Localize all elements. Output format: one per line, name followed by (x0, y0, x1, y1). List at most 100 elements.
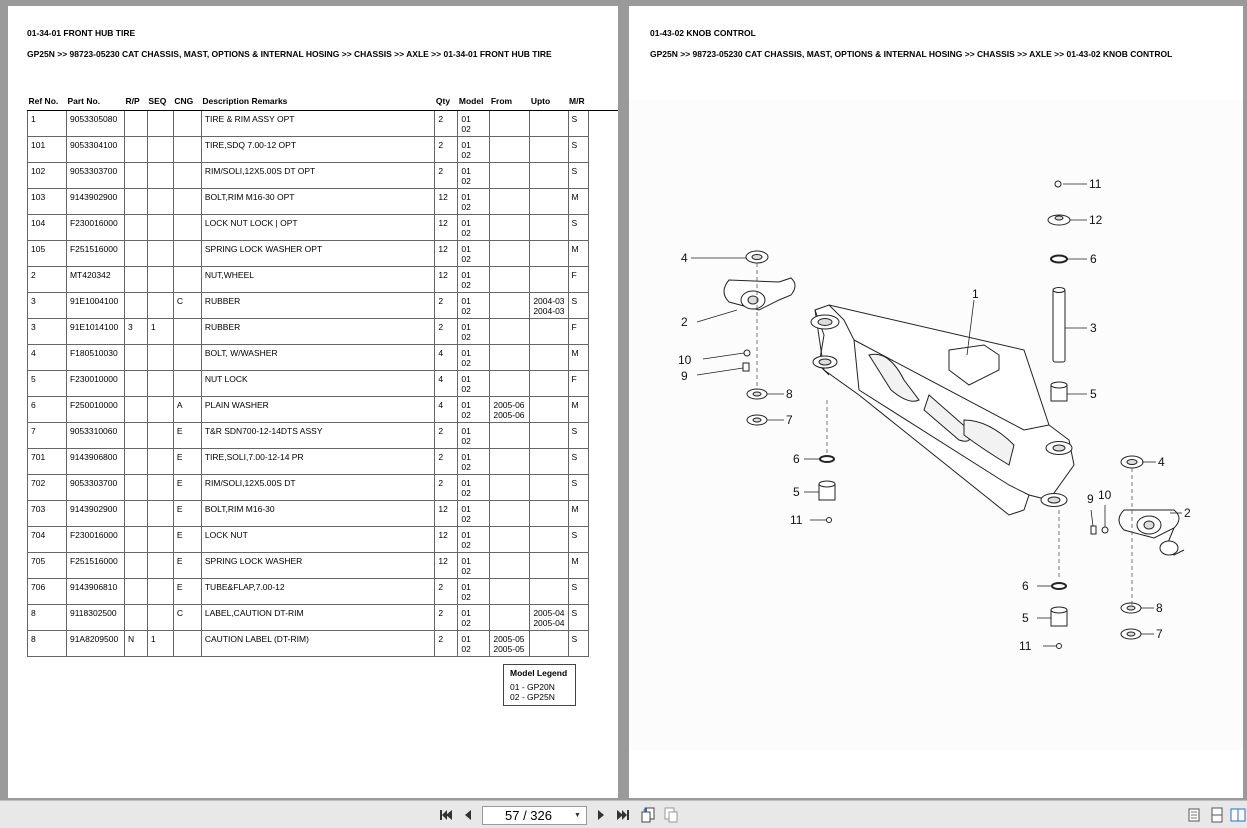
last-page-button[interactable] (614, 806, 632, 824)
continuous-view-button[interactable] (1208, 806, 1226, 824)
from-cell-line2: 2005-05 (493, 643, 525, 654)
cng-cell: C (172, 603, 202, 631)
left-knuckle (723, 250, 796, 311)
mr-cell: S (567, 525, 589, 553)
model-cell-line2: 02 (461, 513, 471, 524)
upto-cell (529, 499, 569, 527)
model-cell-line2: 02 (461, 591, 471, 602)
model-cell-line2: 02 (461, 175, 471, 186)
row-spacer (588, 448, 618, 474)
mr-cell: F (567, 317, 589, 345)
callout-7: 7 (786, 413, 793, 427)
model-cell-line2: 02 (461, 383, 471, 394)
single-page-view-button[interactable] (1185, 806, 1203, 824)
description-cell: RIM/SOLI,12X5.00S DT (200, 473, 436, 501)
ref-cell: 702 (27, 473, 67, 501)
legend-line-2: 02 - GP25N (510, 692, 555, 702)
part-no-cell: 9143906810 (65, 577, 125, 605)
callout-5: 5 (1090, 387, 1097, 401)
ref-cell: 101 (27, 135, 67, 163)
upto-cell (529, 421, 569, 449)
callout-6: 6 (1090, 252, 1097, 266)
upto-cell-line1: 2004-03 (533, 295, 565, 306)
ref-cell: 102 (27, 161, 67, 189)
first-page-button[interactable] (437, 806, 455, 824)
qty-cell: 4 (434, 395, 459, 423)
page-number-select[interactable]: 57 / 326 ▼ (482, 806, 587, 825)
model-cell-line1: 01 (461, 555, 471, 566)
from-cell (489, 135, 531, 163)
rp-cell (123, 161, 148, 189)
row-spacer (588, 318, 618, 344)
ref-cell: 3 (27, 291, 67, 319)
description-cell: NUT LOCK (200, 369, 436, 397)
from-cell (489, 551, 531, 579)
cng-cell (172, 317, 202, 345)
model-cell-line1: 01 (461, 321, 471, 332)
breadcrumb: GP25N >> 98723-05230 CAT CHASSIS, MAST, … (650, 49, 1173, 59)
ref-cell: 105 (27, 239, 67, 267)
from-cell (489, 109, 531, 137)
callout-10: 10 (678, 353, 692, 367)
row-spacer (588, 266, 618, 292)
description-cell: PLAIN WASHER (200, 395, 436, 423)
two-page-view-button[interactable] (1229, 806, 1247, 824)
mr-cell: S (567, 161, 589, 189)
description-cell: RUBBER (200, 317, 436, 345)
col-from: From (489, 92, 530, 111)
row-spacer (588, 552, 618, 578)
description-cell: SPRING LOCK WASHER (200, 551, 436, 579)
back-view-button[interactable] (639, 806, 657, 824)
cng-cell (172, 343, 202, 371)
model-cell-line2: 02 (461, 279, 471, 290)
ref-cell: 7 (27, 421, 67, 449)
first-page-icon (440, 810, 452, 820)
seq-cell (146, 525, 174, 553)
part-no-cell: 9143902900 (65, 499, 125, 527)
rp-cell (123, 369, 148, 397)
seq-cell (146, 239, 174, 267)
mr-cell: S (567, 603, 589, 631)
ref-cell: 8 (27, 629, 67, 657)
model-cell-line1: 01 (461, 633, 471, 644)
model-cell-line2: 02 (461, 565, 471, 576)
rp-cell (123, 499, 148, 527)
row-spacer (588, 188, 618, 214)
upto-cell (529, 629, 569, 657)
mr-cell: M (567, 187, 589, 215)
part-no-cell: F250010000 (65, 395, 125, 423)
model-cell-line1: 01 (461, 607, 471, 618)
upto-cell (529, 473, 569, 501)
seq-cell (146, 577, 174, 605)
model-cell-line2: 02 (461, 461, 471, 472)
next-page-button[interactable] (592, 806, 610, 824)
description-cell: RUBBER (200, 291, 436, 319)
mr-cell: F (567, 369, 589, 397)
from-cell (489, 317, 531, 345)
model-cell-line1: 01 (461, 347, 471, 358)
model-cell-line1: 01 (461, 373, 471, 384)
model-cell-line2: 02 (461, 305, 471, 316)
row-spacer (588, 136, 618, 162)
forward-view-button[interactable] (662, 806, 680, 824)
row-spacer (588, 526, 618, 552)
last-page-icon (617, 810, 629, 820)
guide-lines (756, 263, 1133, 605)
mr-cell: M (567, 239, 589, 267)
from-cell (489, 291, 531, 319)
callout-6c: 6 (1022, 579, 1029, 593)
rp-cell (123, 395, 148, 423)
prev-page-button[interactable] (459, 806, 477, 824)
ref-cell: 704 (27, 525, 67, 553)
right-knuckle (1118, 455, 1185, 556)
